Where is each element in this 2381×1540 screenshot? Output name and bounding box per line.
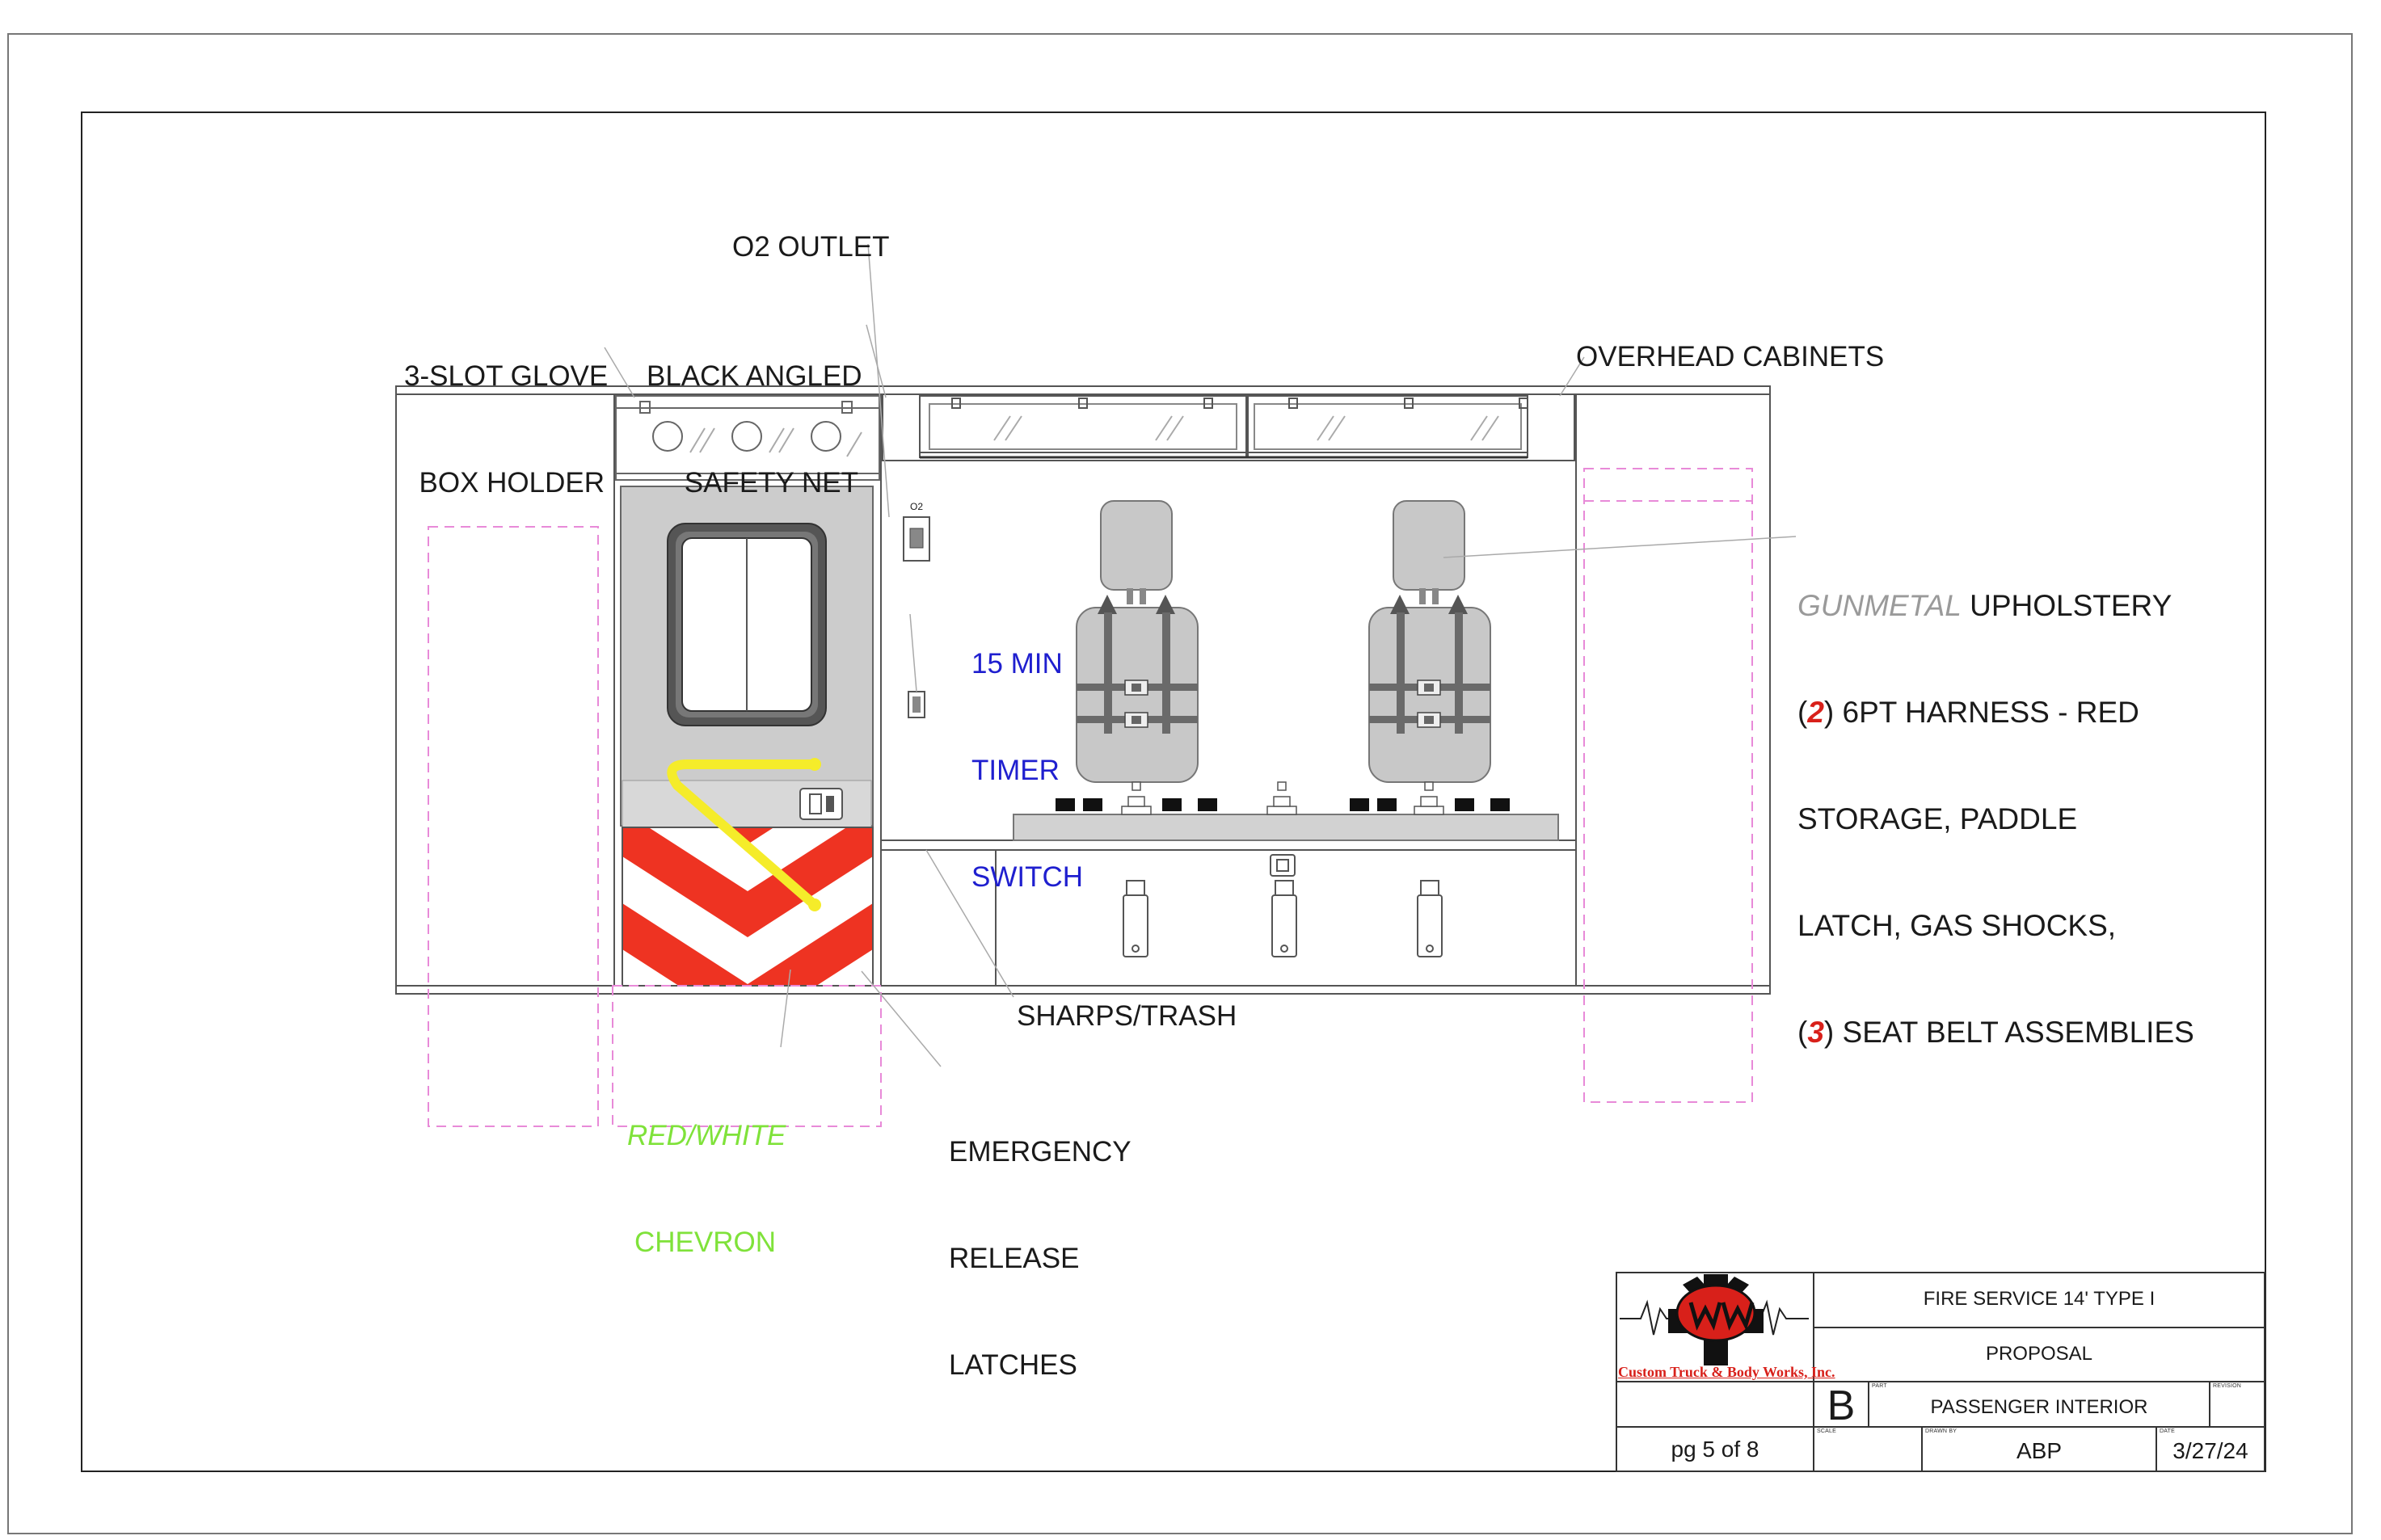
label-chevron: RED/WHITE CHEVRON: [627, 1120, 786, 1258]
field-drawn-by: DRAWN BY: [1925, 1428, 1957, 1434]
attendant-seat-left: [1076, 500, 1199, 783]
glove-slot-2: [731, 421, 762, 452]
chevron-panel: [622, 827, 874, 987]
title-size: B: [1827, 1382, 1856, 1429]
leader-lines: [604, 243, 1797, 1067]
title-part: PASSENGER INTERIOR: [1930, 1396, 2148, 1418]
belt-anchor-1: [1123, 880, 1148, 957]
title-status: PROPOSAL: [1985, 1343, 2093, 1365]
side-door: [620, 486, 874, 828]
title-date: 3/27/24: [2172, 1438, 2248, 1463]
title-project: FIRE SERVICE 14' TYPE I: [1923, 1288, 2156, 1310]
label-glove-box-holder: 3-SLOT GLOVE BOX HOLDER: [404, 360, 609, 499]
belt-anchor-3: [1417, 880, 1443, 957]
under-bench-storage: [1123, 854, 1443, 957]
overhead-cabinet-left: [919, 395, 1247, 458]
label-timer-switch: 15 MIN TIMER SWITCH: [971, 648, 1084, 893]
label-overhead-cabinets: OVERHEAD CABINETS: [1576, 341, 1885, 372]
label-sharps-trash: SHARPS/TRASH: [1017, 1000, 1237, 1032]
label-o2-outlet: O2 OUTLET: [732, 231, 890, 263]
glove-slot-1: [652, 421, 683, 452]
exterior-compartment-outlines: [428, 468, 1753, 1127]
field-part: PART: [1872, 1383, 1887, 1389]
title-page: pg 5 of 8: [1671, 1437, 1759, 1462]
inner-border: [81, 112, 2266, 1472]
glove-slot-3: [811, 421, 841, 452]
yellow-grab-handle: [667, 759, 820, 910]
label-safety-net: BLACK ANGLED SAFETY NET: [647, 360, 862, 499]
o2-plate-text: O2: [910, 501, 924, 512]
field-date: DATE: [2160, 1428, 2175, 1434]
company-name: Custom Truck & Body Works, Inc.: [1618, 1364, 1835, 1380]
bench-base: [1013, 781, 1559, 841]
glove-box-holder: [615, 395, 880, 481]
field-revision: REVISION: [2213, 1383, 2242, 1389]
overhead-cabinets: [882, 393, 1575, 461]
storage-latch: [1270, 854, 1296, 877]
timer-switch-plate: [908, 691, 925, 718]
attendant-seat-right: [1368, 500, 1491, 783]
field-scale: SCALE: [1817, 1428, 1836, 1434]
title-drawn-by: ABP: [2016, 1438, 2063, 1463]
label-emergency-latches: EMERGENCY RELEASE LATCHES: [949, 1136, 1132, 1381]
o2-outlet-plate: [903, 516, 930, 562]
label-upholstery-spec: GUNMETAL UPHOLSTERY (2) 6PT HARNESS - RE…: [1797, 589, 2194, 1049]
belt-anchor-2: [1271, 880, 1297, 957]
outer-border: [7, 33, 2353, 1534]
